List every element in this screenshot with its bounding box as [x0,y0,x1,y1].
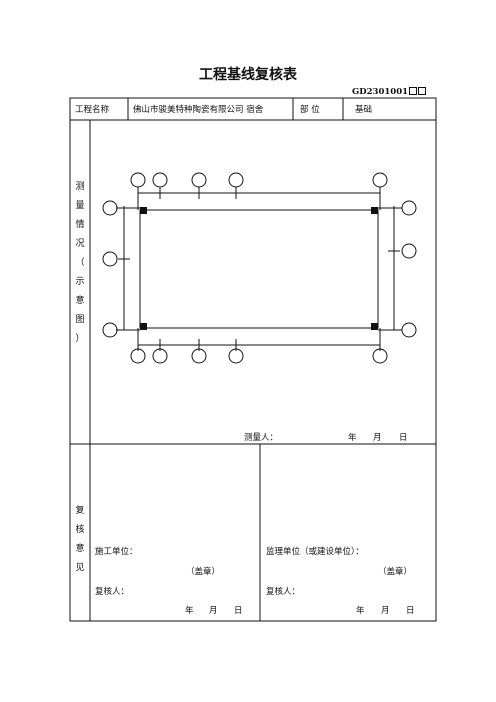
supervision-seal: （盖章） [378,567,413,577]
review-label-char: 复 [75,506,85,516]
form-outer-border [69,97,437,622]
axis-bubble [102,251,118,267]
document-code: GD2301001 [352,87,427,97]
form-title: 工程基线复核表 [199,67,297,83]
project-name-label: 工程名称 [75,105,110,115]
axis-bubble [372,348,388,364]
surveyor-label: 测量人： [244,433,279,443]
part-label: 部 位 [300,105,320,115]
axis-bubble [130,348,146,364]
code-box-2 [418,87,427,95]
corner-marker [371,207,378,214]
axis-bubble [401,200,417,216]
supervision-reviewer-label: 复核人： [266,587,301,597]
document-code-text: GD2301001 [352,87,409,97]
review-label-char: 核 [75,525,85,535]
survey-section-label: 测 量 情 况 （ 示 意 图 ） [73,178,87,349]
survey-date-year: 年 [348,433,357,443]
survey-date-day: 日 [399,433,408,443]
project-name-value: 佛山市骏美特种陶瓷有限公司 宿舍 [133,105,264,115]
survey-label-char: 测 [75,182,85,192]
corner-marker [140,207,147,214]
code-box-1 [409,87,418,95]
review-label-char: 意 [75,544,85,554]
construction-unit-label: 施工单位： [95,547,138,557]
supervision-date-day: 日 [406,606,415,616]
survey-label-char: 示 [75,277,85,287]
corner-marker [140,323,147,330]
axis-bubble [102,200,118,216]
construction-date-day: 日 [234,606,243,616]
survey-label-char: ） [75,334,85,344]
survey-label-char: 况 [75,239,85,249]
review-section-label: 复 核 意 见 [73,502,87,578]
supervision-date-year: 年 [356,606,365,616]
survey-label-char: 情 [75,220,85,230]
axis-bubble [191,172,207,188]
supervision-unit-label: 监理单位（或建设单位）： [266,547,364,557]
construction-reviewer-label: 复核人： [95,587,130,597]
survey-label-char: 量 [75,201,85,211]
axis-bubble [401,322,417,338]
survey-label-char: 图 [75,315,85,325]
survey-label-char: 意 [75,296,85,306]
supervision-date-month: 月 [381,606,390,616]
axis-bubble [401,243,417,259]
axis-bubble [152,348,168,364]
construction-date-year: 年 [185,606,194,616]
axis-bubble [372,172,388,188]
axis-bubble [102,322,118,338]
part-value: 基础 [355,105,373,115]
survey-schematic [102,172,417,364]
axis-bubble [191,348,207,364]
axis-bubble [152,172,168,188]
corner-marker [371,323,378,330]
building-outline [139,209,379,329]
survey-date-month: 月 [373,433,382,443]
construction-seal: （盖章） [186,567,221,577]
construction-date-month: 月 [209,606,218,616]
axis-bubble [130,172,146,188]
survey-label-char: （ [75,258,85,268]
axis-bubble [228,348,244,364]
axis-bubble [228,172,244,188]
review-label-char: 见 [75,563,85,573]
corner-markers [140,207,378,330]
